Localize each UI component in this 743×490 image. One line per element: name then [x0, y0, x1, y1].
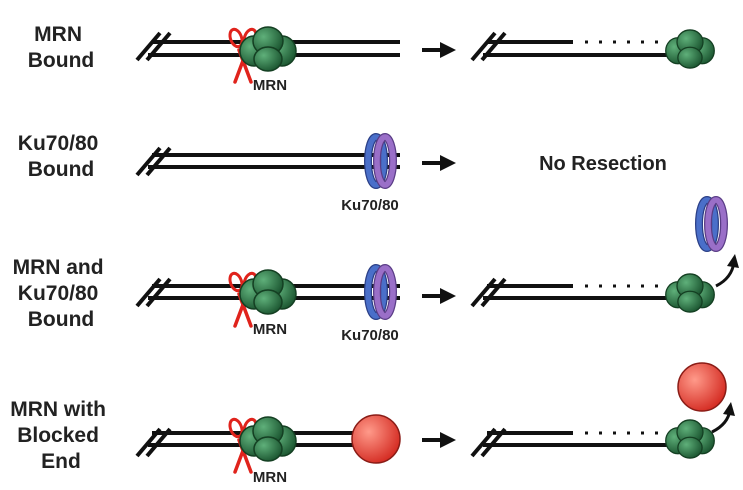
arrow-right-icon	[420, 153, 458, 173]
arrow-right-icon	[420, 40, 458, 60]
mrn-complex-icon	[239, 26, 297, 72]
row-4-label: MRN with Blocked End	[10, 398, 112, 473]
arrow-right-icon	[420, 430, 458, 450]
ku-ring-icon	[699, 200, 724, 248]
ku-label: Ku70/80	[341, 197, 399, 214]
mrn-label: MRN	[253, 77, 287, 94]
blocking-protein-icon	[677, 362, 727, 412]
mrn-label: MRN	[253, 321, 287, 338]
mrn-complex-icon	[665, 419, 715, 459]
row-1-before: MRN	[135, 25, 400, 94]
row-2-before: Ku70/80	[135, 137, 400, 214]
row-3-after	[470, 200, 739, 313]
ku-ring-icon	[368, 268, 393, 316]
mrn-label: MRN	[253, 469, 287, 486]
blocking-protein-icon	[351, 414, 401, 464]
row-4-before: MRN	[135, 414, 401, 486]
row-1-label: MRN Bound	[28, 23, 94, 72]
mrn-complex-icon	[239, 416, 297, 462]
mrn-complex-icon	[665, 273, 715, 313]
ku-label: Ku70/80	[341, 327, 399, 344]
row-1-after	[470, 29, 715, 69]
arrow-right-icon	[420, 286, 458, 306]
row-4-after	[470, 362, 735, 459]
ku-ring-icon	[368, 137, 393, 185]
mrn-complex-icon	[665, 29, 715, 69]
row-3-before: MRN Ku70/80	[135, 268, 400, 344]
no-resection-text: No Resection	[539, 153, 667, 175]
row-3-label: MRN and Ku70/80 Bound	[13, 256, 110, 331]
row-2-label: Ku70/80 Bound	[18, 132, 104, 181]
